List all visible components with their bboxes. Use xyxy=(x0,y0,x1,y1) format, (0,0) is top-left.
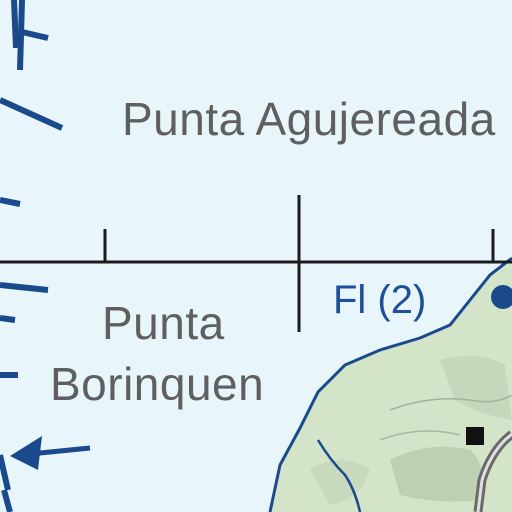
place-label-punta: Punta xyxy=(102,297,225,349)
road xyxy=(476,432,512,512)
arrow-icon xyxy=(10,436,91,470)
contour-line xyxy=(379,430,461,441)
reef-marks xyxy=(0,0,64,512)
place-label-punta-agujereada: Punta Agujereada xyxy=(122,93,496,145)
stream xyxy=(316,439,362,512)
grid-lines xyxy=(0,195,512,332)
relief-shading xyxy=(390,446,484,502)
contour-line xyxy=(389,394,512,411)
place-label-borinquen: Borinquen xyxy=(50,358,265,410)
shoreline xyxy=(268,256,512,512)
relief-shading xyxy=(440,356,512,420)
light-characteristic-label: Fl (2) xyxy=(333,278,427,322)
building-icon xyxy=(466,427,484,445)
light-marker-icon xyxy=(491,285,512,309)
